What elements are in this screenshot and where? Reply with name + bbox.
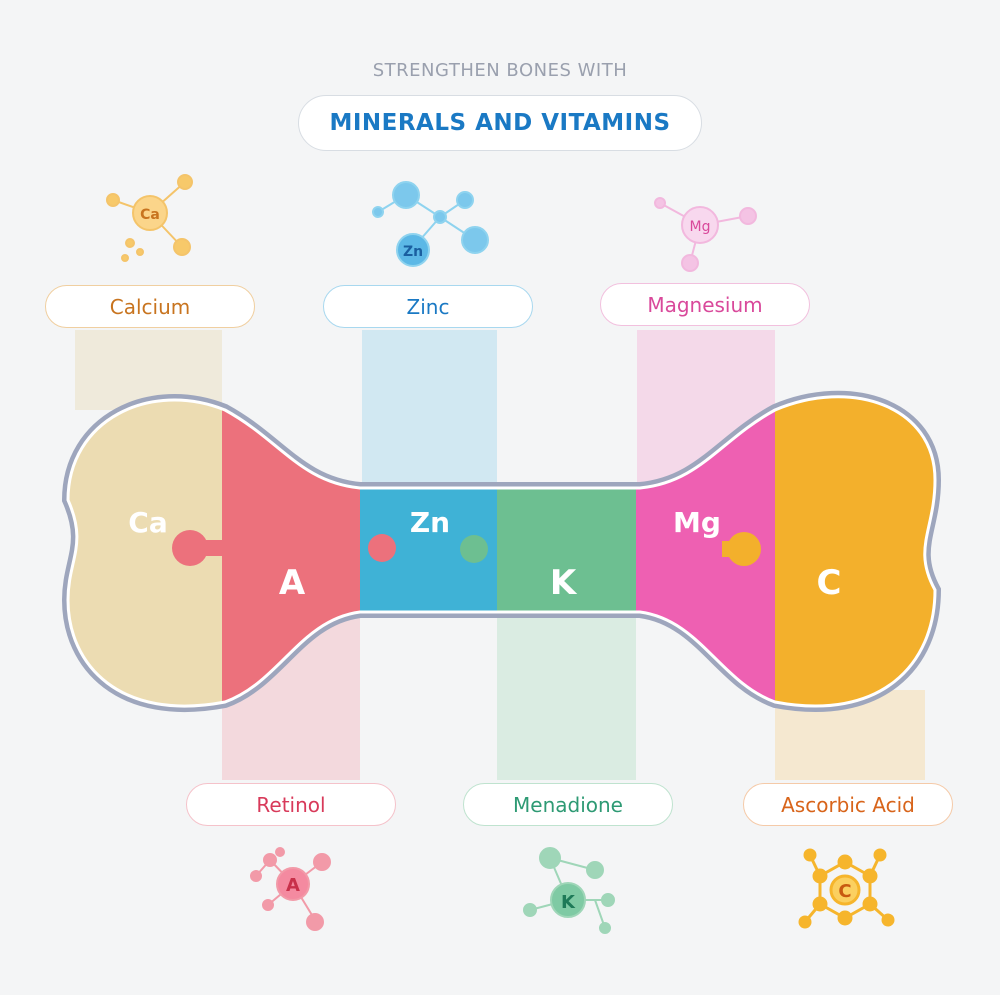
c-molecule-label: C — [838, 881, 851, 902]
segment-label-c: C — [817, 563, 842, 603]
label-calcium: Calcium — [45, 285, 255, 328]
label-ascorbic-acid: Ascorbic Acid — [743, 783, 953, 826]
a-molecule-label: A — [286, 875, 300, 896]
puzzle-knob — [368, 534, 396, 562]
k-molecule-label: K — [561, 892, 576, 913]
segment-label-ca: Ca — [128, 506, 167, 539]
puzzle-knob — [172, 530, 208, 566]
label-menadione: Menadione — [463, 783, 673, 826]
vitamin-a-molecule-icon — [250, 847, 331, 931]
vitamin-c-molecule-icon — [798, 848, 895, 929]
label-retinol: Retinol — [186, 783, 396, 826]
calcium-molecule-icon — [106, 174, 193, 262]
mg-molecule-label: Mg — [690, 219, 711, 235]
segment-label-mg: Mg — [673, 506, 721, 539]
page-title: MINERALS AND VITAMINS — [298, 95, 702, 151]
segment-label-k: K — [550, 563, 578, 603]
label-zinc: Zinc — [323, 285, 533, 328]
bone-segment-c — [775, 396, 935, 707]
ca-molecule-label: Ca — [140, 207, 160, 223]
magnesium-molecule-icon — [654, 197, 757, 272]
zinc-molecule-icon — [372, 181, 489, 267]
segment-label-zn: Zn — [410, 506, 450, 539]
subtitle: STRENGTHEN BONES WITH — [372, 60, 628, 81]
label-magnesium: Magnesium — [600, 283, 810, 326]
zn-molecule-label: Zn — [403, 244, 423, 260]
puzzle-knob — [644, 535, 672, 563]
vitamin-k-molecule-icon — [523, 847, 615, 934]
segment-label-a: A — [279, 563, 306, 603]
puzzle-knob — [460, 535, 488, 563]
